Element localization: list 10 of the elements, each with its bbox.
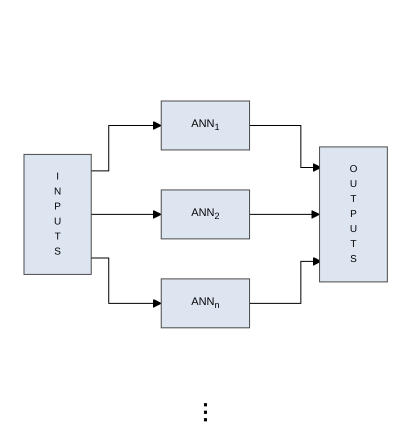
arrow — [90, 210, 162, 219]
node-box: OUTPUTS — [318, 146, 388, 282]
node-box: ANN$_{2}$ — [160, 190, 250, 240]
ellipsis-dots: ⋮ — [194, 399, 216, 424]
node-box: ANN$_{1}$ — [160, 100, 250, 151]
arrow — [90, 258, 162, 308]
node-box: ANN$_{n}$ — [160, 278, 250, 328]
node-box: INPUTS — [23, 154, 92, 275]
arrow — [248, 210, 320, 219]
arrow — [90, 121, 162, 172]
